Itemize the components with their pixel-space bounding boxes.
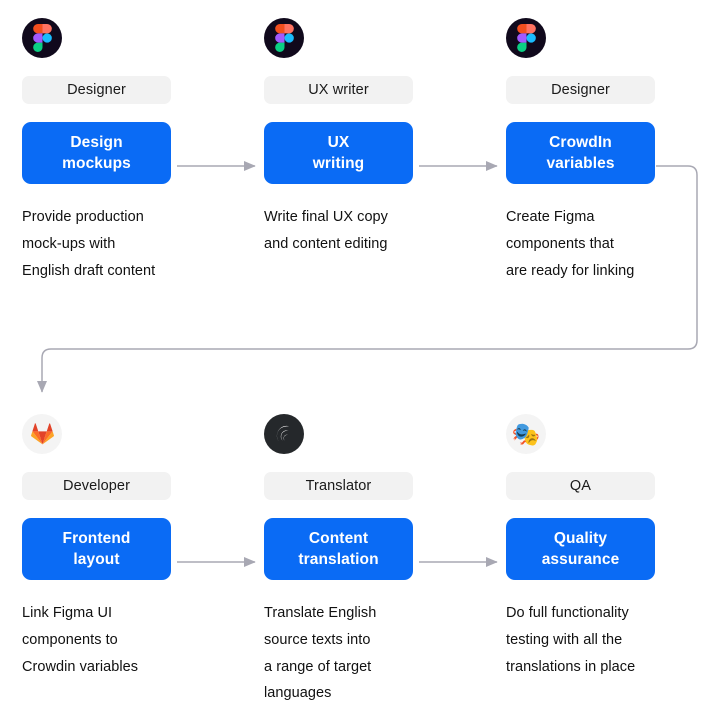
stage-crowdin-variables: Designer CrowdIn variables Create Figma …	[506, 18, 655, 284]
stage-description: Link Figma UI components to Crowdin vari…	[22, 605, 139, 675]
task-button-frontend-layout[interactable]: Frontend layout	[22, 518, 171, 580]
stage-quality-assurance: 🎭 QA Quality assurance Do full functiona…	[506, 414, 655, 680]
stage-design-mockups: Designer Design mockups Provide producti…	[22, 18, 171, 284]
role-pill-designer: Designer	[22, 76, 171, 104]
role-pill-designer: Designer	[506, 76, 655, 104]
stage-frontend-layout: Developer Frontend layout Link Figma UI …	[22, 414, 171, 680]
stage-ux-writing: UX writer UX writing Write final UX copy…	[264, 18, 413, 258]
role-pill-translator: Translator	[264, 472, 413, 500]
task-button-ux-writing[interactable]: UX writing	[264, 122, 413, 184]
figma-icon	[264, 18, 304, 58]
theatre-masks-icon: 🎭	[506, 414, 546, 454]
stage-description: Create Figma components that are ready f…	[506, 209, 635, 279]
task-button-crowdin-variables[interactable]: CrowdIn variables	[506, 122, 655, 184]
stage-content-translation: Translator Content translation Translate…	[264, 414, 413, 707]
stage-description: Provide production mock-ups with English…	[22, 209, 156, 279]
role-pill-developer: Developer	[22, 472, 171, 500]
task-button-content-translation[interactable]: Content translation	[264, 518, 413, 580]
stage-description: Do full functionality testing with all t…	[506, 605, 636, 675]
task-button-quality-assurance[interactable]: Quality assurance	[506, 518, 655, 580]
role-pill-qa: QA	[506, 472, 655, 500]
theatre-masks-glyph: 🎭	[511, 420, 541, 447]
crowdin-icon	[264, 414, 304, 454]
stage-description: Write final UX copy and content editing	[264, 209, 388, 252]
stage-description: Translate English source texts into a ra…	[264, 605, 377, 702]
gitlab-icon	[22, 414, 62, 454]
role-pill-ux-writer: UX writer	[264, 76, 413, 104]
task-button-design-mockups[interactable]: Design mockups	[22, 122, 171, 184]
figma-icon	[506, 18, 546, 58]
figma-icon	[22, 18, 62, 58]
